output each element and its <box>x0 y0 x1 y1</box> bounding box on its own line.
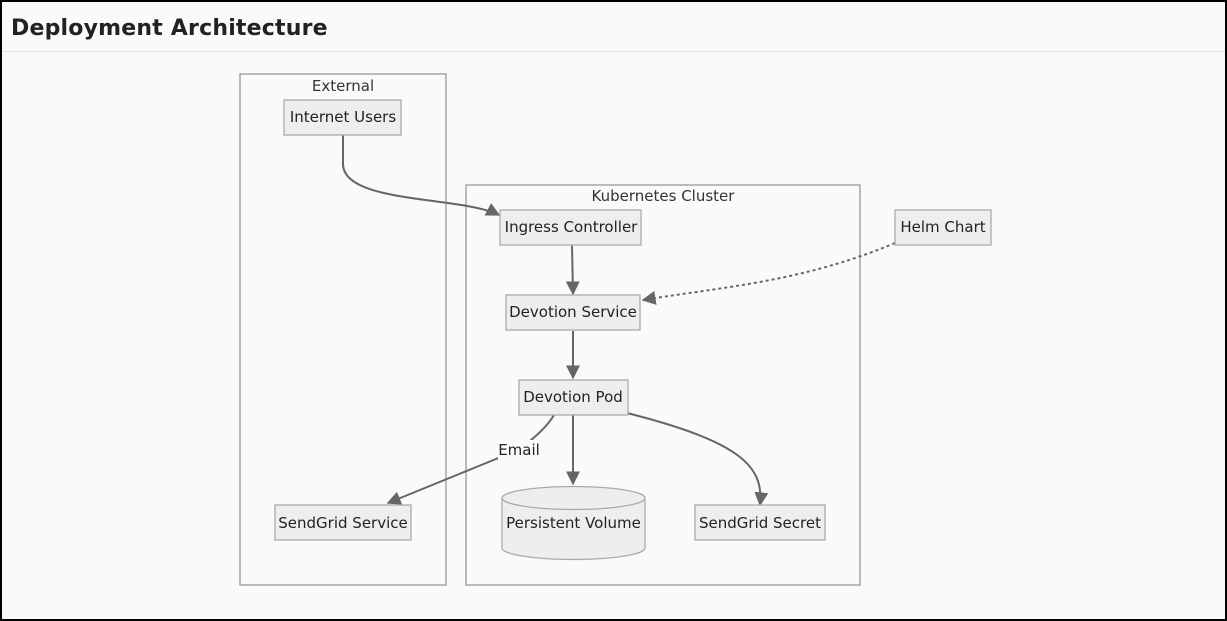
cylinder-body <box>501 498 646 561</box>
title-divider <box>2 51 1225 52</box>
group-kubernetes-cluster: Kubernetes Cluster <box>465 184 861 586</box>
edge-label-email: Email <box>498 440 540 460</box>
edge-label-email-bg <box>498 440 540 460</box>
node-sendgrid-secret[interactable]: SendGrid Secret <box>694 504 826 541</box>
node-sendgrid-service[interactable]: SendGrid Service <box>274 504 412 541</box>
edge-internet-users-to-ingress <box>342 135 501 216</box>
group-kubernetes-cluster-label: Kubernetes Cluster <box>592 187 736 205</box>
edge-label-email-text: Email <box>498 441 540 459</box>
node-internet-users[interactable]: Internet Users <box>283 99 402 136</box>
node-sendgrid-secret-label: SendGrid Secret <box>699 514 821 532</box>
node-devotion-pod-label: Devotion Pod <box>523 388 623 406</box>
edge-ingress-to-devotion-service <box>565 244 580 296</box>
node-persistent-volume[interactable]: Persistent Volume <box>501 485 646 561</box>
node-internet-users-label: Internet Users <box>290 108 397 126</box>
edge-pod-to-sendgrid-secret <box>626 412 769 507</box>
edge-helm-chart-to-devotion-service <box>641 242 896 305</box>
cylinder-top <box>501 485 646 511</box>
node-devotion-service-label: Devotion Service <box>509 303 637 321</box>
node-devotion-pod[interactable]: Devotion Pod <box>518 379 629 416</box>
group-external-label: External <box>312 77 374 95</box>
node-ingress-controller-label: Ingress Controller <box>505 218 639 236</box>
node-helm-chart[interactable]: Helm Chart <box>894 209 992 246</box>
node-persistent-volume-label: Persistent Volume <box>506 514 641 532</box>
page-title: Deployment Architecture <box>11 16 328 41</box>
edges <box>342 135 896 507</box>
node-helm-chart-label: Helm Chart <box>900 218 985 236</box>
node-sendgrid-service-label: SendGrid Service <box>278 514 407 532</box>
group-external-box <box>239 73 447 586</box>
node-ingress-controller[interactable]: Ingress Controller <box>499 209 642 246</box>
group-kubernetes-cluster-box <box>465 184 861 586</box>
group-external: External <box>239 73 447 586</box>
node-devotion-service[interactable]: Devotion Service <box>505 294 641 331</box>
